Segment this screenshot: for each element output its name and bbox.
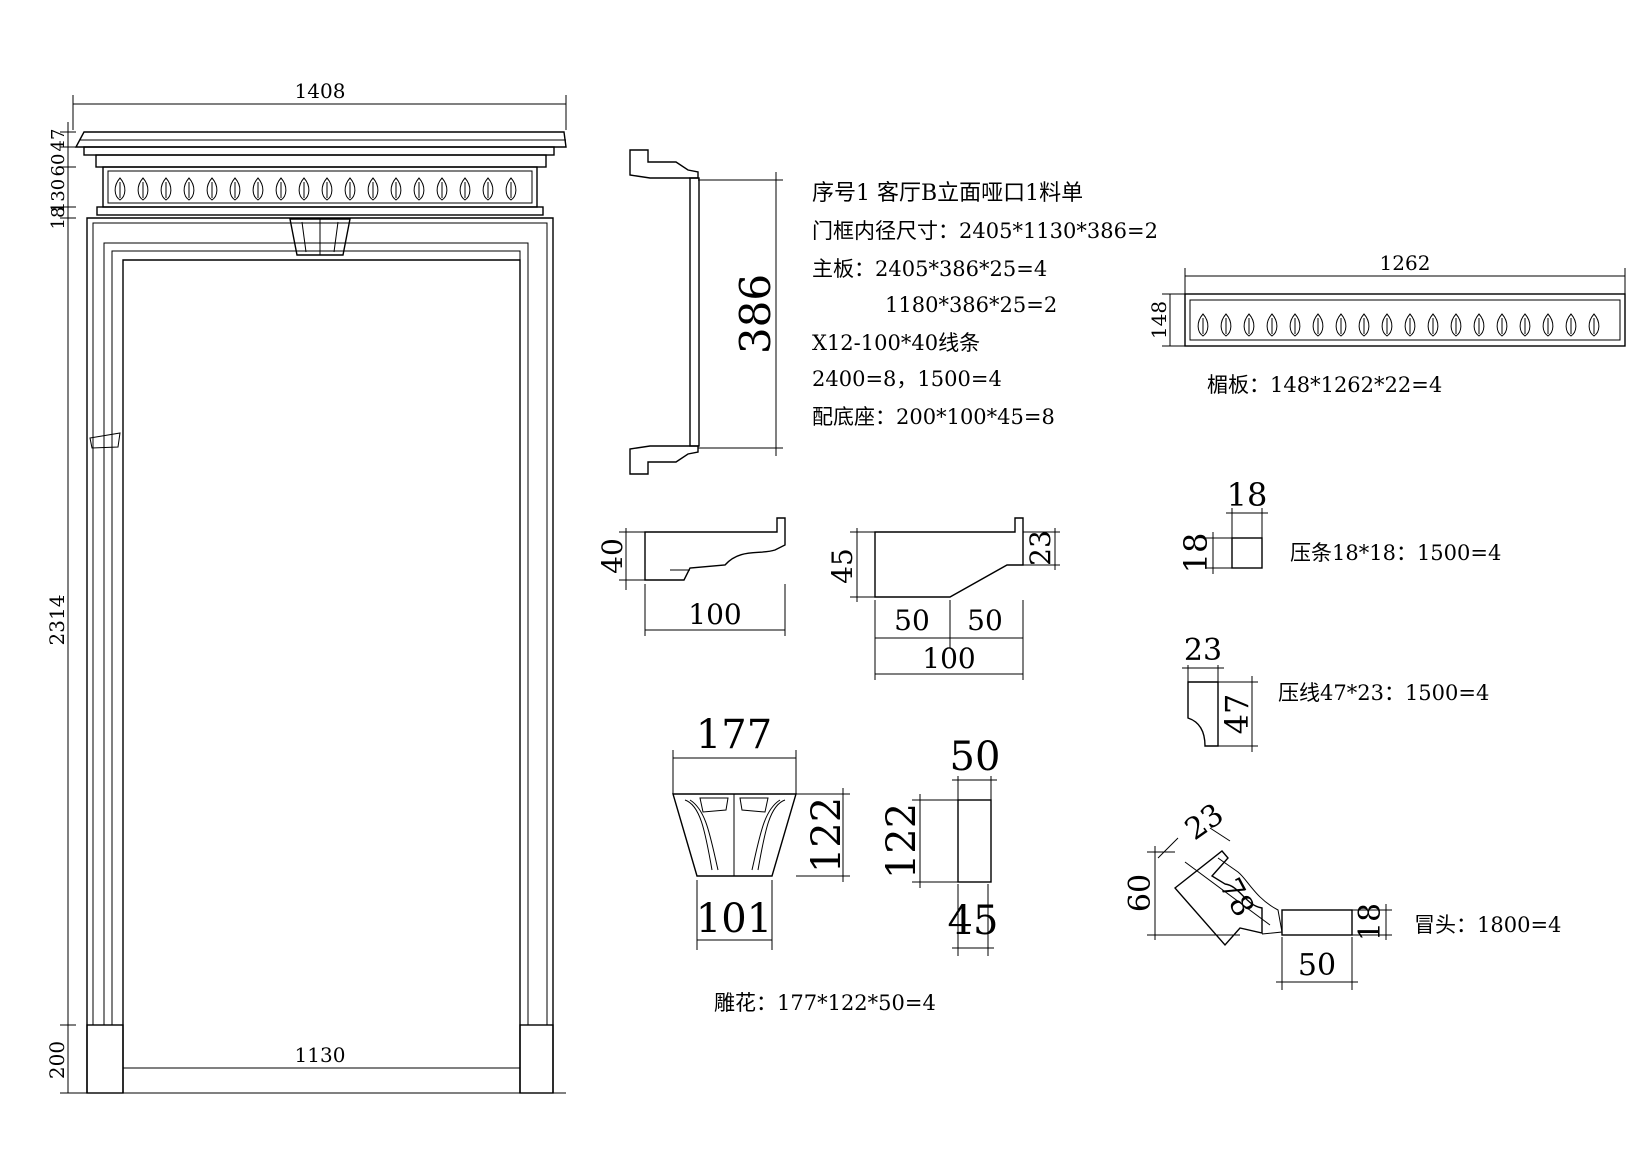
dim-carving-bottom2: 45 [948,898,999,944]
door-elevation: 1408 [45,79,567,1094]
dim-lintel-width: 1262 [1380,251,1431,275]
dim-strip-w: 18 [1227,476,1268,514]
frieze-ornament [114,177,517,201]
molding-profile: 40 100 [596,517,786,636]
dim-base-h2: 23 [1024,530,1057,566]
dim-side-small-a: 47 [48,129,69,152]
dim-side-small-b: 130 [48,179,69,213]
lintel-board: 1262 148 楣板：148*1262*22=4 [1147,251,1626,397]
dim-cap-23: 23 [1179,797,1230,848]
carving-side [957,799,992,883]
dim-strip-h: 18 [1177,533,1215,574]
dim-carving-top: 177 [696,712,772,758]
dim-lintel-height: 148 [1147,301,1171,339]
carving-front [672,793,797,877]
strip-section: 18 18 压条18*18：1500=4 [1177,476,1501,574]
spec-line-7: 配底座：200*100*45=8 [812,405,1055,429]
spec-line-2: 门框内径尺寸：2405*1130*386=2 [812,219,1158,243]
cap-section: 23 78 60 18 50 冒头：1800=4 [1123,797,1561,990]
dim-base-w2: 50 [967,604,1003,637]
dim-base-w1: 50 [894,604,930,637]
dim-carving-h2: 122 [879,803,925,879]
dim-carving-top2: 50 [950,734,1001,780]
dim-side-small-top: 60 [48,154,69,177]
pressline-section: 23 47 压线47*23：1500=4 [1182,633,1489,752]
carving-section: 177 122 101 50 122 45 雕花：177*1 [672,712,1001,1015]
dim-cap-50: 50 [1298,948,1336,983]
dim-cap-60: 60 [1123,874,1158,912]
dim-opening-bottom: 1130 [295,1043,346,1067]
spec-line-4: 1180*386*25=2 [885,293,1057,317]
spec-line-6: 2400=8，1500=4 [812,367,1002,391]
cap-label: 冒头：1800=4 [1414,913,1561,937]
main-board-section: 386 [629,149,783,475]
base-block: 45 23 50 50 100 [826,517,1060,680]
dim-carving-bottom: 101 [696,896,772,942]
dim-base-h: 45 [826,548,859,584]
pressline-label: 压线47*23：1500=4 [1278,681,1489,705]
material-list: 序号1 客厅B立面哑口1料单 门框内径尺寸：2405*1130*386=2 主板… [812,181,1158,429]
dim-width-top: 1408 [295,79,346,103]
dim-main-board-386: 386 [731,274,780,354]
dim-side-small-c: 18 [48,207,69,230]
dim-carving-h1: 122 [804,797,850,873]
dim-molding-h: 40 [596,538,629,574]
lintel-label: 楣板：148*1262*22=4 [1207,373,1442,397]
dim-pressline-w: 23 [1184,633,1222,668]
strip-label: 压条18*18：1500=4 [1290,541,1501,565]
spec-line-1: 序号1 客厅B立面哑口1料单 [812,181,1083,206]
dim-cap-18: 18 [1353,903,1388,941]
frieze-panel [102,166,538,208]
keystone [289,218,351,256]
dim-pressline-h: 47 [1218,694,1256,735]
spec-line-3: 主板：2405*386*25=4 [812,257,1047,281]
dim-height-main: 2314 [45,595,69,646]
dim-molding-w: 100 [688,598,741,631]
spec-line-5: X12-100*40线条 [812,331,980,355]
dim-height-base: 200 [45,1041,69,1079]
carving-label: 雕花：177*122*50=4 [714,991,936,1015]
dim-base-w: 100 [922,642,975,675]
